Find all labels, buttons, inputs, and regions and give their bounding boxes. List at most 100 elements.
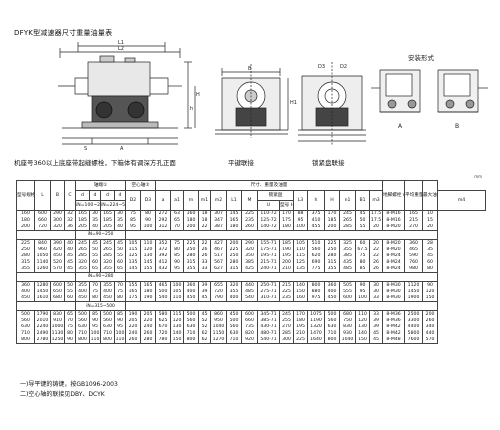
table-cell: 1150 [210,330,227,337]
table-cell: 425 [241,265,258,274]
table-cell: 80 [422,265,439,274]
table-cell: 10 [422,210,439,218]
table-cell: 45 [64,265,76,274]
table-cell: 1140 [34,259,51,266]
subheader-label: iN=315~500 [75,301,126,312]
table-cell: 200 [226,239,242,247]
table-cell: 45 [368,330,384,337]
svg-text:S: S [84,146,87,152]
table-cell: 570 [50,265,65,274]
table-cell: 387 [210,223,227,232]
caption-right: 锁紧盘联接 [312,159,345,167]
table-cell: 60 [355,239,370,247]
table-cell: 120 [422,288,439,295]
table-cell: 352 [155,239,171,247]
table-cell [16,301,76,312]
table-cell: 62 [198,336,211,345]
table-cell: 20 [368,239,384,247]
col-model-header: 型号规格 [16,180,35,211]
table-cell: 355 [75,265,90,274]
table-cell: 680 [339,310,356,318]
table-cell: 1050 [34,252,51,260]
table-cell: 20 [368,223,384,232]
col-C-header: C [64,180,76,211]
table-cell: 840 [34,239,51,247]
table-cell: 39 [368,317,384,325]
dim-col-header: L3 [293,190,308,211]
table-cell: 175 [125,294,141,303]
table-cell: 1790 [34,310,51,318]
table-cell: 355 [75,281,90,289]
table-cell: 135 [293,265,308,274]
table-cell: 110 [89,336,101,345]
table-cell: 2490 [34,330,51,337]
table-cell: 100 [114,330,126,337]
table-cell: 540 [241,294,258,303]
table-cell: 540-71 [257,336,280,345]
table-cell: 155 [125,281,141,289]
table-cell: 510 [307,239,325,247]
table-cell: 355 [100,281,115,289]
col-oil-header: 最大油量 L [422,180,439,211]
table-cell: 33 [368,294,384,303]
footnote-1: 一)导平键的铸键，按GB1096-2003 [20,381,118,388]
table-cell: 300 [279,336,294,345]
table-cell: 2240 [34,324,51,331]
table-cell: 180 [279,223,294,232]
table-cell: 185 [279,239,294,247]
form-a-label: A [398,123,403,130]
table-cell: 65 [64,310,76,318]
table-cell: 440 [241,281,258,289]
table-cell: 45 [114,239,126,247]
table-cell: 160 [16,210,35,218]
table-cell: 26 [368,265,384,274]
table-cell: 1640 [307,336,325,345]
table-cell: 22 [368,252,384,260]
col-B-header: B [50,180,65,211]
table-cell: 1000 [50,324,65,331]
table-cell: 432 [155,265,171,274]
table-cell: 150 [422,294,439,303]
dim-col-header: m2 [210,190,227,211]
axle-group-header: 轴端① [75,180,126,191]
table-cell: 307 [210,210,227,218]
table-cell: 155-71 [257,239,280,247]
table-cell: 100 [140,223,156,232]
table-cell: 85 [114,310,126,318]
dim-h1-label: H1 [290,100,297,106]
table-cell: 245 [339,210,356,218]
table-cell: 830 [50,310,65,318]
table-cell: 32 [64,210,76,218]
table-cell: 8-M36 [382,310,406,318]
dimension-labels: L1 L2 H h A S [84,40,200,152]
table-cell: 600 [241,310,258,318]
table-cell [124,301,439,312]
table-cell: 50 [64,281,76,289]
table-cell: 85 [89,310,101,318]
table-cell: 100 [89,330,101,337]
dim-col-header: a1 [170,190,184,211]
table-cell: 22 [198,239,211,247]
dims-group-header: 尺寸、重量及油量 [154,180,384,191]
table-cell: 655 [210,281,227,289]
table-cell: 205 [100,223,115,232]
table-cell: 215 [279,281,294,289]
table-cell: 245 [279,310,294,318]
table-cell: 790 [210,294,227,303]
table-cell: 8-M20 [382,239,406,247]
dim-col-header: L1 [226,190,242,211]
table-cell: 500 [183,310,199,318]
table-cell: 20 [422,223,439,232]
axle-col-header: d [89,190,101,201]
table-cell: 80 [140,210,156,218]
table-cell: 110 [140,239,156,247]
table-cell: 270 [404,223,424,232]
dim-d2-label: D2 [340,64,347,70]
table-cell: 215-71 [257,259,280,266]
table-cell: 150 [170,336,184,345]
dim-col-header: H [324,190,340,211]
